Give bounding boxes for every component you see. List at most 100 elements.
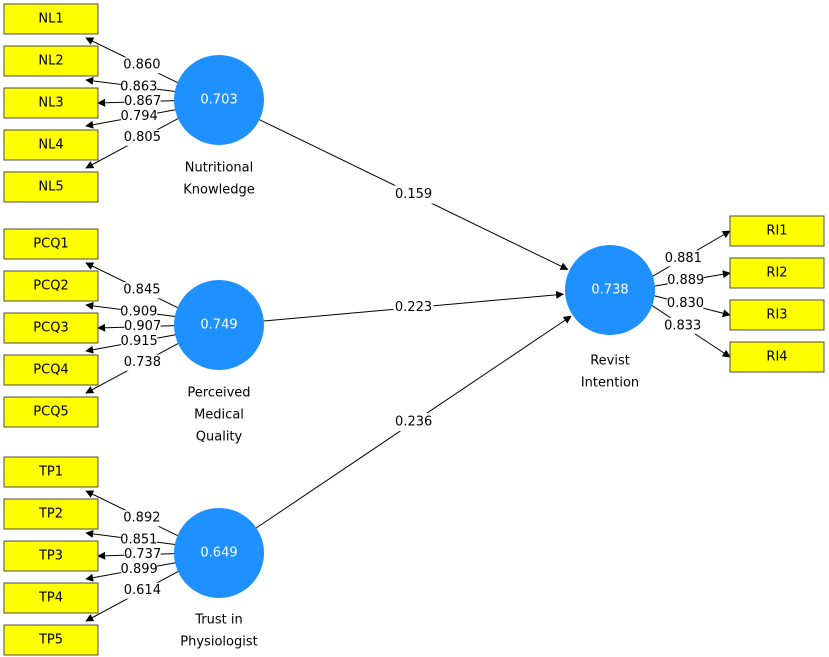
- indicator-nl4: NL4: [3, 129, 99, 161]
- construct-circle: [174, 55, 264, 145]
- indicator-box: [3, 540, 99, 572]
- path-label-bg: [393, 298, 434, 317]
- loading-label-bg: [664, 317, 701, 334]
- loading-value: 0.881: [665, 251, 702, 266]
- indicator-tp2: TP2: [3, 498, 99, 530]
- indicator-label: TP2: [38, 507, 63, 522]
- loading-value: 0.909: [120, 304, 157, 319]
- loading-label-bg: [124, 546, 161, 563]
- loading-value: 0.863: [120, 79, 157, 94]
- construct-circle: [565, 245, 655, 335]
- indicator-label: PCQ3: [33, 321, 68, 336]
- construct-name-line: Quality: [196, 430, 243, 445]
- loading-label-bg: [124, 129, 161, 146]
- indicator-label: TP3: [38, 549, 63, 564]
- loading-label-bg: [120, 303, 157, 320]
- indicator-pcq5: PCQ5: [3, 396, 99, 428]
- indicator-box: [3, 171, 99, 203]
- nodes-layer: NL1NL2NL3NL4NL50.703PCQ1PCQ2PCQ3PCQ4PCQ5…: [3, 3, 825, 656]
- loading-value: 0.892: [123, 511, 160, 526]
- indicator-label: RI3: [766, 308, 787, 323]
- indicator-box: [3, 624, 99, 656]
- loading-value: 0.738: [124, 355, 161, 370]
- indicator-box: [729, 257, 825, 289]
- indicator-box: [3, 129, 99, 161]
- construct-ri: 0.738: [565, 245, 655, 335]
- indicator-box: [3, 312, 99, 344]
- indicator-ri4: RI4: [729, 341, 825, 373]
- indicator-nl5: NL5: [3, 171, 99, 203]
- indicator-box: [729, 341, 825, 373]
- indicator-label: RI2: [766, 266, 787, 281]
- indicator-label: NL5: [38, 180, 63, 195]
- loading-value: 0.899: [121, 562, 158, 577]
- indicator-ri2: RI2: [729, 257, 825, 289]
- indicator-label: TP4: [38, 591, 63, 606]
- loading-label-bg: [667, 272, 704, 289]
- construct-nk: 0.703: [174, 55, 264, 145]
- loading-value: 0.794: [121, 109, 158, 124]
- loading-label-bg: [121, 561, 158, 578]
- loading-value: 0.614: [124, 583, 161, 598]
- construct-r2-value: 0.749: [200, 318, 237, 333]
- loading-value: 0.833: [664, 318, 701, 333]
- loading-label-bg: [123, 510, 160, 527]
- construct-r2-value: 0.703: [200, 93, 237, 108]
- indicator-nl1: NL1: [3, 3, 99, 35]
- indicator-label: TP1: [38, 465, 63, 480]
- construct-name-line: Knowledge: [183, 183, 254, 198]
- indicator-label: PCQ1: [33, 237, 68, 252]
- indicator-label: NL4: [38, 138, 63, 153]
- indicator-label: PCQ5: [33, 405, 68, 420]
- loading-label-bg: [120, 78, 157, 95]
- loading-value: 0.845: [123, 283, 160, 298]
- indicator-pcq1: PCQ1: [3, 228, 99, 260]
- indicator-label: NL1: [38, 12, 63, 27]
- path-coefficient: 0.223: [395, 300, 432, 315]
- construct-name-line: Medical: [194, 408, 244, 423]
- indicator-box: [3, 582, 99, 614]
- indicator-box: [3, 498, 99, 530]
- construct-name-line: Physiologist: [180, 635, 257, 650]
- indicator-tp3: TP3: [3, 540, 99, 572]
- loading-label-bg: [120, 531, 157, 548]
- indicator-tp1: TP1: [3, 456, 99, 488]
- indicator-box: [3, 270, 99, 302]
- construct-name-line: Nutritional: [185, 161, 254, 176]
- construct-pmq: 0.749: [174, 280, 264, 370]
- loading-label-bg: [124, 318, 161, 335]
- indicator-tp5: TP5: [3, 624, 99, 656]
- indicator-pcq3: PCQ3: [3, 312, 99, 344]
- loading-value: 0.889: [667, 273, 704, 288]
- indicator-label: RI1: [766, 224, 787, 239]
- path-label-bg: [393, 185, 434, 204]
- indicator-tp4: TP4: [3, 582, 99, 614]
- indicator-label: TP5: [38, 633, 63, 648]
- loading-label-bg: [124, 354, 161, 371]
- loading-label-bg: [124, 582, 161, 599]
- indicator-box: [3, 456, 99, 488]
- indicator-ri3: RI3: [729, 299, 825, 331]
- loading-value: 0.851: [120, 532, 157, 547]
- indicator-label: PCQ4: [33, 363, 68, 378]
- loading-value: 0.867: [124, 94, 161, 109]
- loading-label-bg: [667, 295, 704, 312]
- indicator-label: PCQ2: [33, 279, 68, 294]
- loading-label-bg: [123, 57, 160, 74]
- indicator-box: [3, 45, 99, 77]
- loading-value: 0.860: [123, 58, 160, 73]
- loading-value: 0.830: [667, 296, 704, 311]
- indicator-box: [729, 299, 825, 331]
- construct-name-line: Trust in: [194, 613, 242, 628]
- construct-name-line: Intention: [581, 376, 639, 391]
- loading-label-bg: [665, 250, 702, 267]
- indicator-box: [729, 215, 825, 247]
- loading-value: 0.915: [121, 334, 158, 349]
- indicator-nl2: NL2: [3, 45, 99, 77]
- loading-value: 0.737: [124, 547, 161, 562]
- construct-name-line: Revist: [590, 354, 630, 369]
- indicator-ri1: RI1: [729, 215, 825, 247]
- loading-label-bg: [123, 282, 160, 299]
- loading-label-bg: [124, 93, 161, 110]
